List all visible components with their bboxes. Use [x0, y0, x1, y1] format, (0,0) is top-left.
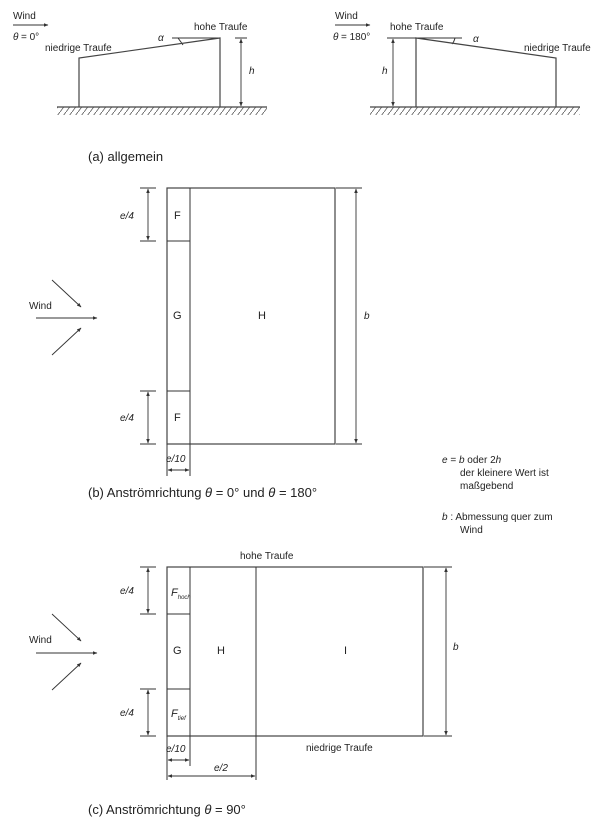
zone-g: G	[173, 645, 182, 657]
low-eave-label: niedrige Traufe	[306, 743, 373, 754]
high-eave-label: hohe Traufe	[194, 22, 248, 33]
zone-i: I	[344, 645, 347, 657]
zone-f-low: Ftief	[171, 708, 187, 722]
dim-e4-top-label: e/4	[120, 586, 134, 597]
dim-e10-label: e/10	[166, 744, 186, 755]
e-definition: e = b oder 2h	[442, 455, 502, 466]
dim-e4-bottom-label: e/4	[120, 708, 134, 719]
low-eave-label: niedrige Traufe	[45, 43, 112, 54]
roof-plan-outline	[166, 566, 424, 737]
elevation-theta-180: Wind θ = 180° hohe Traufe niedrige Trauf…	[333, 11, 591, 115]
section-a: Wind θ = 0° niedrige Traufe hohe Traufe …	[13, 11, 591, 164]
dim-b-label: b	[453, 642, 459, 653]
b-definition-line2: Wind	[460, 525, 483, 536]
height-label: h	[382, 66, 388, 77]
theta-value: = 0°	[21, 32, 39, 43]
caption-b: (b) Anströmrichtung θ = 0° und θ = 180°	[88, 485, 317, 500]
elevation-theta-0: Wind θ = 0° niedrige Traufe hohe Traufe …	[13, 11, 267, 115]
low-eave-label: niedrige Traufe	[524, 43, 591, 54]
ground-hatch	[370, 107, 580, 115]
caption-c: (c) Anströmrichtung θ = 90°	[88, 802, 246, 817]
zone-f-bottom: F	[174, 412, 181, 424]
wind-label: Wind	[29, 635, 52, 646]
wind-label: Wind	[335, 11, 358, 22]
e-definition-line2: der kleinere Wert ist	[460, 468, 549, 479]
wind-arrow-upper	[51, 613, 82, 642]
dim-e2-label: e/2	[214, 763, 228, 774]
dim-e4-bottom-label: e/4	[120, 413, 134, 424]
building-outline	[78, 37, 221, 107]
theta-value: = 180°	[341, 32, 370, 43]
dim-e4-top-label: e/4	[120, 211, 134, 222]
zone-h: H	[217, 645, 225, 657]
alpha-label: α	[158, 33, 164, 44]
roof-pitch-arc	[177, 37, 184, 46]
wind-arrow-upper	[51, 279, 82, 308]
roof-plan-outline	[166, 187, 336, 445]
alpha-label: α	[473, 34, 479, 45]
e-definition-line3: maßgebend	[460, 481, 513, 492]
zone-g: G	[173, 310, 182, 322]
theta-symbol: θ	[13, 32, 19, 43]
section-b: Wind F G H F e/4 e/4 e/10 b (b) Anströmr…	[29, 187, 370, 500]
ground-hatch	[57, 107, 267, 115]
dim-b-label: b	[364, 311, 370, 322]
high-eave-label: hohe Traufe	[240, 551, 294, 562]
definition-notes: e = b oder 2h der kleinere Wert ist maßg…	[442, 455, 553, 536]
building-outline	[415, 37, 557, 107]
b-definition: b : Abmessung quer zum	[442, 512, 553, 523]
wind-arrow-lower	[51, 662, 82, 691]
section-c: Wind hohe Traufe niedrige Traufe Fhoch G…	[29, 551, 459, 817]
theta-symbol: θ	[333, 32, 339, 43]
dim-e10-label: e/10	[166, 454, 186, 465]
zone-f-up: Fhoch	[171, 587, 191, 601]
height-label: h	[249, 66, 255, 77]
zone-f-top: F	[174, 210, 181, 222]
zone-h: H	[258, 310, 266, 322]
wind-label: Wind	[13, 11, 36, 22]
caption-a: (a) allgemein	[88, 149, 163, 164]
high-eave-label: hohe Traufe	[390, 22, 444, 33]
wind-label: Wind	[29, 301, 52, 312]
wind-arrow-lower	[51, 327, 82, 356]
